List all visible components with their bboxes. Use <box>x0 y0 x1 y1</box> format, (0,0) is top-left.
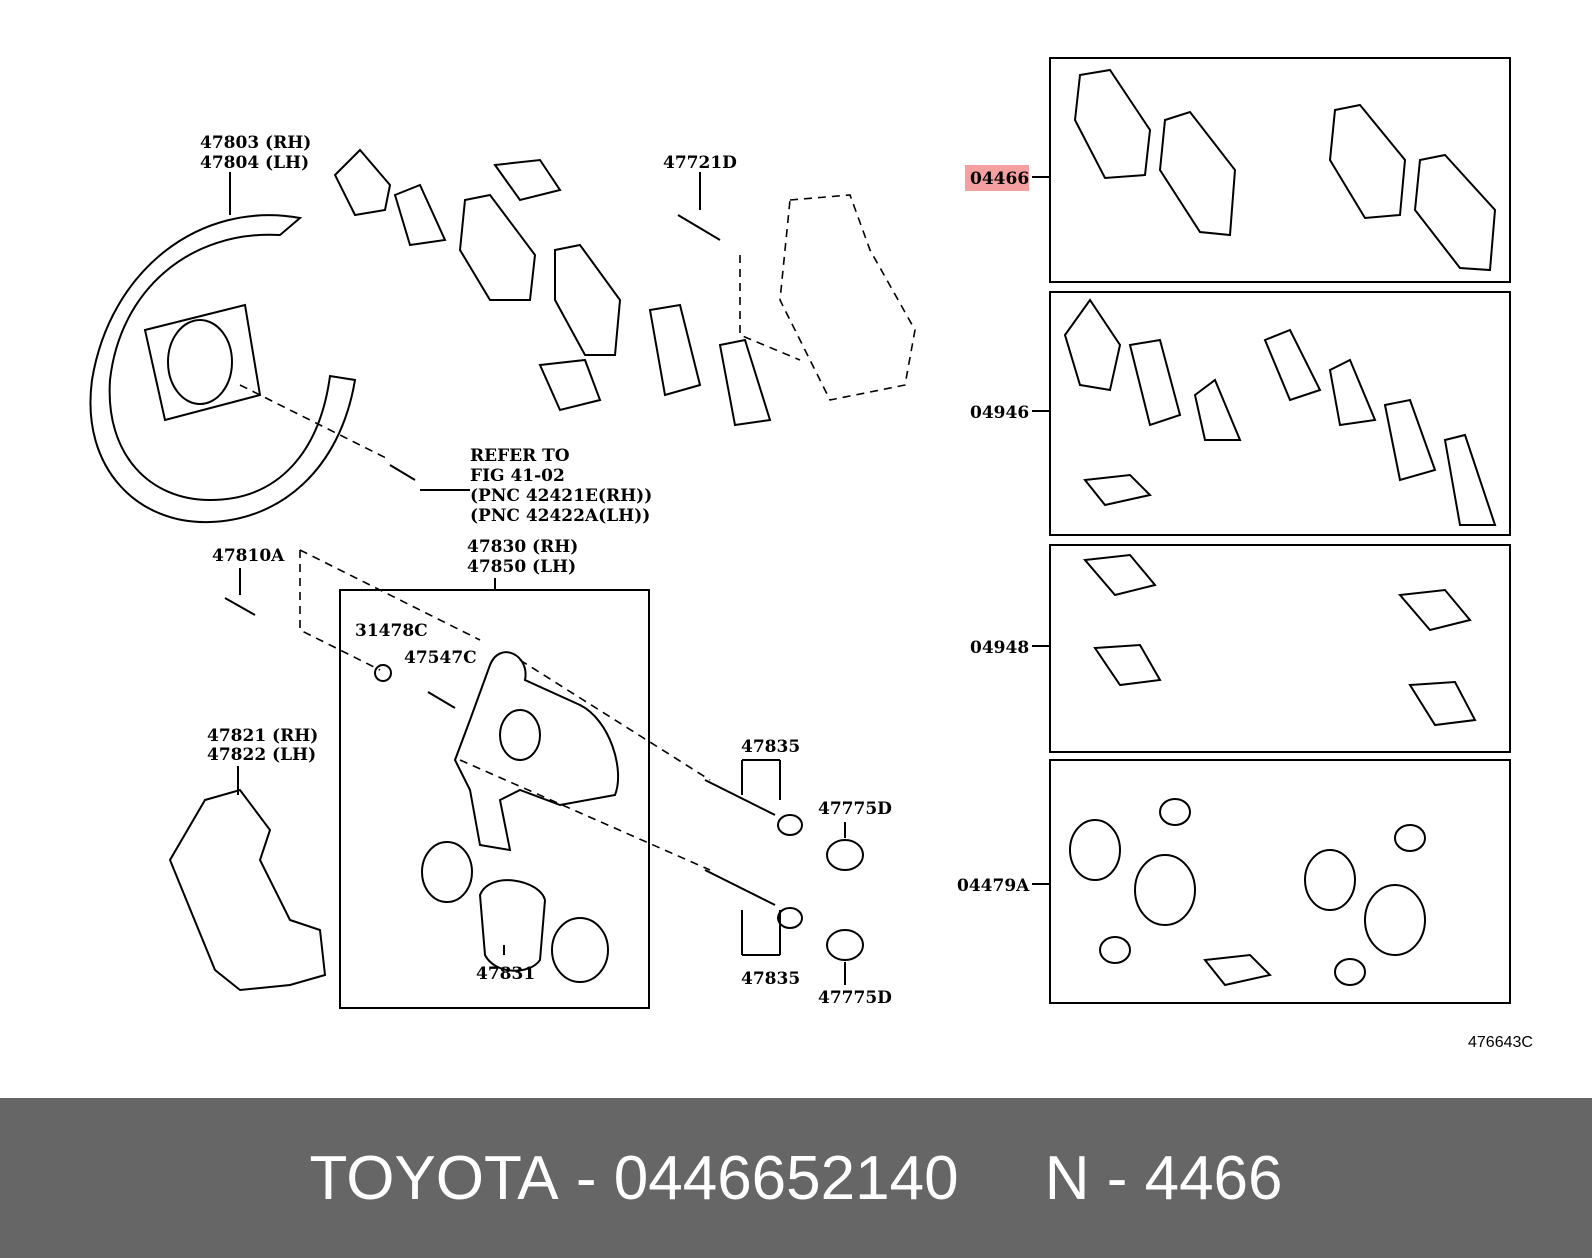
kit-shims-drawing <box>1063 298 1497 526</box>
short-code: N - 4466 <box>1044 1143 1283 1213</box>
kit-seal-drawing <box>1069 798 1426 987</box>
part-number: 0446652140 <box>613 1143 959 1213</box>
kit-pads-drawing <box>1073 68 1497 272</box>
label-47803: 47803 (RH) <box>200 133 311 153</box>
spacer <box>959 1143 1045 1214</box>
label-04946[interactable]: 04946 <box>970 403 1029 423</box>
label-47821: 47821 (RH) <box>207 726 318 746</box>
label-47822: 47822 (LH) <box>207 745 316 765</box>
label-04479A[interactable]: 04479A <box>957 876 1030 896</box>
footer-bar: TOYOTA - 0446652140 N - 4466 <box>0 1098 1592 1258</box>
kit-box-shims <box>1049 291 1511 536</box>
kit-box-seal <box>1049 759 1511 1004</box>
label-04948[interactable]: 04948 <box>970 638 1029 658</box>
label-47721D: 47721D <box>663 153 737 173</box>
label-47775D-top: 47775D <box>818 799 892 819</box>
label-04466[interactable]: 04466 <box>970 169 1029 189</box>
figure-code: 476643C <box>1468 1034 1533 1051</box>
label-47775D-bottom: 47775D <box>818 988 892 1008</box>
piston <box>478 879 547 972</box>
refer-line-1: REFER TO <box>470 446 570 466</box>
piston-boot <box>551 917 609 983</box>
label-31478C: 31478C <box>355 621 428 641</box>
label-47547C: 47547C <box>404 648 477 668</box>
highlight-04466 <box>965 165 1029 191</box>
label-47835-bottom: 47835 <box>741 969 800 989</box>
label-47810A: 47810A <box>212 546 285 566</box>
caliper-drawing <box>453 651 620 852</box>
label-47850: 47850 (LH) <box>467 557 576 577</box>
label-47804: 47804 (LH) <box>200 153 309 173</box>
caliper-box <box>339 589 650 1009</box>
refer-line-3: (PNC 42421E(RH)) <box>470 486 652 506</box>
kit-clips-drawing <box>1083 553 1477 727</box>
kit-box-clips <box>1049 544 1511 753</box>
refer-line-4: (PNC 42422A(LH)) <box>470 506 650 526</box>
separator: - <box>558 1143 614 1213</box>
brand-name: TOYOTA <box>309 1143 559 1213</box>
mounting-drawing <box>168 788 327 992</box>
label-47835-top: 47835 <box>741 737 800 757</box>
label-47830: 47830 (RH) <box>467 537 578 557</box>
label-47831: 47831 <box>476 964 535 984</box>
piston-seal <box>421 841 473 903</box>
brake-parts-diagram: 47803 (RH) 47804 (LH) 47721D REFER TO FI… <box>89 57 1533 1051</box>
refer-line-2: FIG 41-02 <box>470 466 565 486</box>
pads-shims-drawing <box>333 148 772 427</box>
dust-shield-drawing <box>89 214 357 524</box>
kit-box-pads <box>1049 57 1511 283</box>
